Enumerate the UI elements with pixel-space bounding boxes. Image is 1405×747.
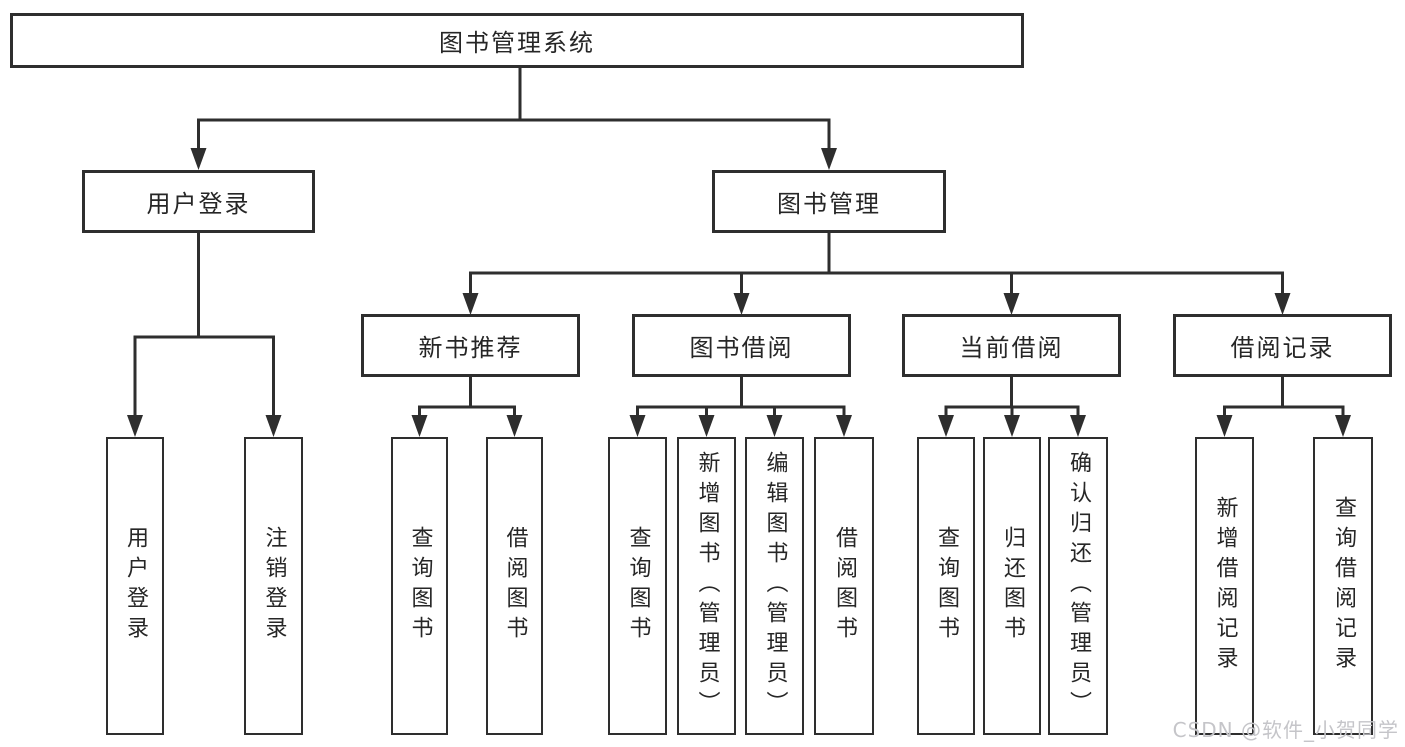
connector-current-borrow-to-leaves (938, 375, 1086, 437)
connector-user-login-to-leaves (127, 231, 282, 437)
connector-new-book-to-leaves (411, 375, 523, 437)
connector-book-borrow-to-leaves (629, 375, 852, 437)
csdn-watermark: CSDN @软件_小贺同学 (1172, 718, 1399, 742)
leaf-borrow-borrow-books: 借阅图书 (814, 437, 874, 735)
leaf-records-add-record: 新增借阅记录 (1195, 437, 1254, 735)
node-book-management-group: 图书管理 (712, 170, 946, 233)
node-root-system: 图书管理系统 (10, 13, 1024, 68)
node-book-borrow: 图书借阅 (632, 314, 851, 377)
node-current-borrow: 当前借阅 (902, 314, 1121, 377)
leaf-newbook-query-books: 查询图书 (391, 437, 448, 735)
leaf-borrow-query-books: 查询图书 (608, 437, 667, 735)
node-new-book-recommend: 新书推荐 (361, 314, 580, 377)
leaf-user-login: 用户登录 (106, 437, 164, 735)
connector-book-management-to-level3 (462, 231, 1291, 315)
node-borrow-records: 借阅记录 (1173, 314, 1392, 377)
leaf-records-query-record: 查询借阅记录 (1313, 437, 1373, 735)
leaf-logout: 注销登录 (244, 437, 303, 735)
leaf-current-return-books: 归还图书 (983, 437, 1041, 735)
connector-root-to-level2 (190, 66, 837, 170)
leaf-newbook-borrow-books: 借阅图书 (486, 437, 543, 735)
connector-borrow-records-to-leaves (1216, 375, 1351, 437)
leaf-current-query-books: 查询图书 (917, 437, 975, 735)
leaf-current-confirm-return-admin: 确认归还（管理员） (1048, 437, 1108, 735)
leaf-borrow-edit-books-admin: 编辑图书（管理员） (745, 437, 804, 735)
node-user-login-group: 用户登录 (82, 170, 315, 233)
leaf-borrow-add-books-admin: 新增图书（管理员） (677, 437, 736, 735)
